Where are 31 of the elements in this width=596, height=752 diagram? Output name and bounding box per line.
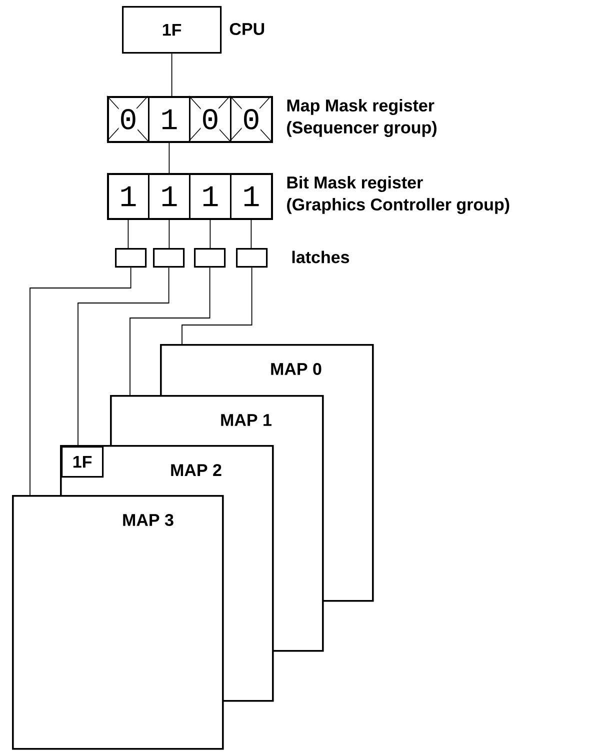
connector-line: [78, 267, 170, 446]
bit-cell: 0: [230, 96, 272, 142]
bit-cell: 1: [107, 173, 150, 220]
latch-box: [236, 248, 268, 268]
register-label: Map Mask register: [287, 99, 434, 115]
bit-cell: 0: [188, 96, 232, 142]
connector-line: [182, 267, 252, 344]
latches-label: latches: [292, 250, 350, 264]
connector-line: [128, 218, 129, 248]
memory-plane: MAP 3: [12, 495, 224, 750]
bit-cell: 1: [148, 96, 190, 142]
latch-box: [153, 248, 185, 268]
bit-cell: 1: [230, 173, 272, 220]
register-label: (Sequencer group): [287, 121, 436, 137]
connector-line: [171, 53, 172, 96]
bit-cell: 1: [148, 173, 190, 220]
register-label: Bit Mask register: [287, 176, 423, 192]
register-box: 1F: [122, 6, 222, 54]
connector-line: [210, 218, 211, 248]
connector-line: [250, 218, 252, 248]
register-label: CPU: [230, 22, 264, 36]
connector-line: [130, 267, 210, 396]
connector-line: [168, 218, 170, 248]
bit-cell: 0: [106, 96, 150, 142]
latch-box: [115, 248, 147, 268]
bit-cell: 1: [189, 173, 232, 220]
connector-line: [30, 267, 132, 496]
latch-box: [194, 248, 226, 268]
connector-line: [168, 142, 170, 174]
value-box: 1F: [61, 446, 104, 478]
register-label: (Graphics Controller group): [287, 198, 510, 214]
